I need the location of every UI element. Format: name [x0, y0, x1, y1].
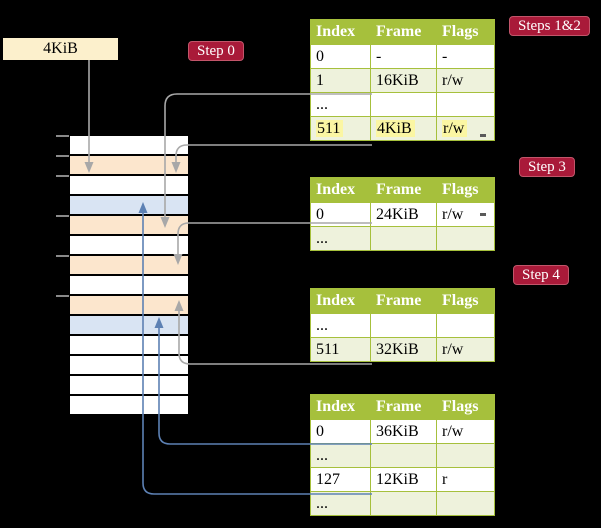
cell: [370, 443, 437, 468]
cell: 36KiB: [370, 419, 437, 444]
cell: -: [436, 44, 495, 69]
column-header-flags: Flags: [436, 19, 495, 45]
memory-frame-row-5: [70, 236, 188, 256]
column-header-frame: Frame: [370, 288, 437, 314]
memory-tick-mark: [56, 215, 69, 217]
memory-tick-mark: [56, 135, 69, 137]
cell: [370, 226, 437, 251]
step-0-label: Step 0: [188, 41, 244, 61]
cell: 0: [310, 419, 371, 444]
column-header-index: Index: [310, 288, 371, 314]
cell: r: [436, 467, 495, 492]
cell: 16KiB: [370, 68, 437, 93]
column-header-frame: Frame: [370, 19, 437, 45]
memory-frame-row-1: [70, 156, 188, 176]
highlighted-value: 511: [316, 119, 344, 137]
step-4-label: Step 4: [513, 265, 569, 285]
page-table-final-row-1: ...: [310, 443, 495, 468]
cell: r/w: [436, 68, 495, 93]
cell: -: [370, 44, 437, 69]
arrow-entry511-to-frame4: [175, 144, 372, 162]
column-header-index: Index: [310, 394, 371, 420]
memory-frame-row-8: [70, 296, 188, 316]
cell: ...: [310, 226, 371, 251]
cell: [370, 92, 437, 117]
memory-frame-row-4: [70, 216, 188, 236]
highlighted-value: 4KiB: [376, 119, 415, 137]
page-table-steps-1-2-row-3: 511 4KiB r/w: [310, 116, 495, 141]
memory-frame-row-3: [70, 196, 188, 216]
highlighted-value: r/w: [442, 119, 468, 137]
cell: ...: [310, 491, 371, 516]
cell: [436, 443, 495, 468]
cell: r/w: [436, 419, 495, 444]
memory-frame-row-2: [70, 176, 188, 196]
memory-tick-mark: [56, 155, 69, 157]
memory-frame-row-9: [70, 316, 188, 336]
cell: 511: [310, 337, 371, 362]
cell: 0: [310, 44, 371, 69]
page-table-step-4-row-0: ...: [310, 313, 495, 338]
memory-frame-row-11: [70, 356, 188, 376]
cell: ...: [310, 443, 371, 468]
frame-size-box: 4KiB: [3, 38, 118, 60]
column-header-index: Index: [310, 177, 371, 203]
page-table-steps-1-2-row-2: ...: [310, 92, 495, 117]
column-header-flags: Flags: [436, 288, 495, 314]
cell: [370, 491, 437, 516]
cell: 32KiB: [370, 337, 437, 362]
step-3-label: Step 3: [519, 157, 575, 177]
memory-tick-mark: [56, 255, 69, 257]
column-header-flags: Flags: [436, 394, 495, 420]
cell: [436, 313, 495, 338]
page-table-final-row-3: ...: [310, 491, 495, 516]
memory-tick-mark: [56, 295, 69, 297]
physical-memory-strip: [70, 136, 188, 416]
page-table-step-3-row-1: ...: [310, 226, 495, 251]
cell: ...: [310, 92, 371, 117]
cell: 4KiB: [370, 116, 437, 141]
column-header-frame: Frame: [370, 394, 437, 420]
memory-frame-row-10: [70, 336, 188, 356]
column-header-index: Index: [310, 19, 371, 45]
cell: 12KiB: [370, 467, 437, 492]
cell: r/w: [436, 202, 495, 227]
cell: [436, 226, 495, 251]
memory-frame-row-12: [70, 376, 188, 396]
cell: 0: [310, 202, 371, 227]
memory-frame-row-6: [70, 256, 188, 276]
memory-tick-mark: [56, 175, 69, 177]
column-header-flags: Flags: [436, 177, 495, 203]
cell: [436, 92, 495, 117]
cell: r/w: [436, 116, 495, 141]
memory-frame-row-13: [70, 396, 188, 416]
cell: r/w: [436, 337, 495, 362]
cell: 511: [310, 116, 371, 141]
cell: 127: [310, 467, 371, 492]
column-header-frame: Frame: [370, 177, 437, 203]
steps-1-2-label: Steps 1&2: [509, 16, 590, 36]
memory-frame-row-7: [70, 276, 188, 296]
memory-frame-row-0: [70, 136, 188, 156]
cell: [436, 491, 495, 516]
cell: ...: [310, 313, 371, 338]
page-table-steps-1-2-row-0: 0--: [310, 44, 495, 69]
cell: [370, 313, 437, 338]
cell: 24KiB: [370, 202, 437, 227]
cell: 1: [310, 68, 371, 93]
